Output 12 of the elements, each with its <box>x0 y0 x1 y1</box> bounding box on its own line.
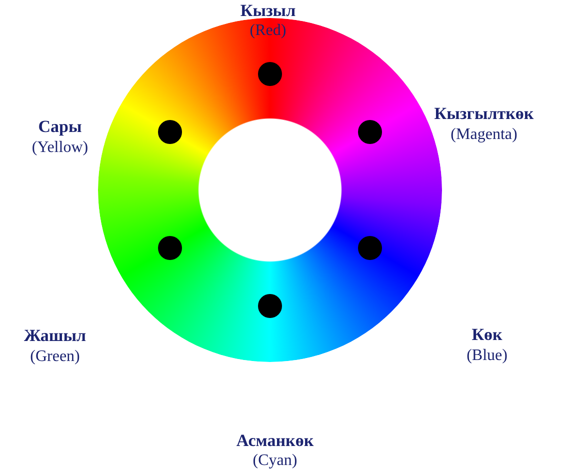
color-name: Жашыл <box>24 327 86 346</box>
color-name: Кызгылткөк <box>434 105 534 124</box>
color-translation: (Cyan) <box>252 452 298 470</box>
color-translation: (Blue) <box>466 347 508 365</box>
color-name: Асманкөк <box>236 432 314 451</box>
color-name: Сары <box>38 118 82 137</box>
color-translation: (Magenta) <box>450 126 518 144</box>
color-name: Кызыл <box>240 2 296 21</box>
color-translation: (Yellow) <box>32 139 88 157</box>
color-translation: (Red) <box>250 22 286 40</box>
color-name: Көк <box>472 326 502 345</box>
color-translation: (Green) <box>30 348 80 366</box>
